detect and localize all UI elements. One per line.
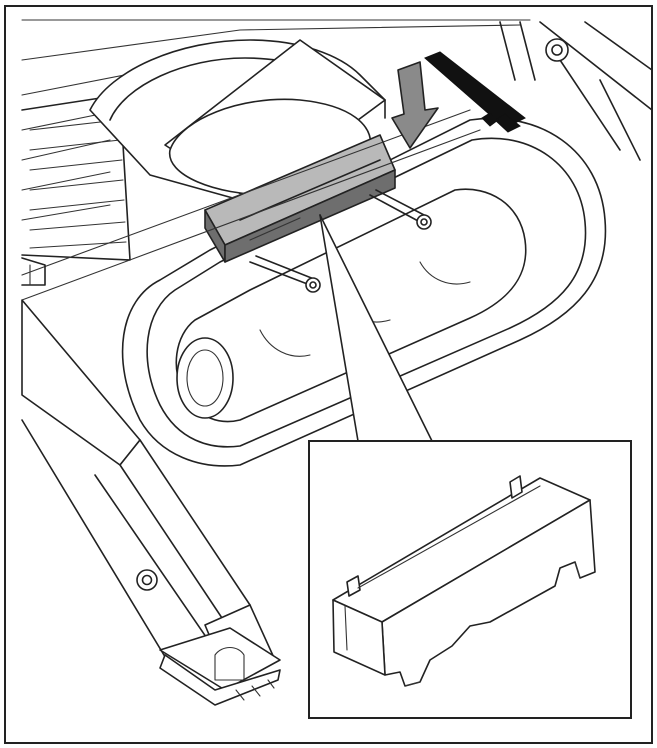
screw-icon <box>136 569 158 591</box>
figure-border <box>4 5 653 744</box>
bracket-cover-detail <box>332 475 596 687</box>
motion-stripes <box>424 51 526 133</box>
screw-icon <box>369 189 432 230</box>
callout-pointer <box>319 214 433 442</box>
downward-arrow-icon <box>391 61 439 149</box>
detail-inset <box>308 440 632 719</box>
side-grille <box>21 94 131 261</box>
screw-icon <box>249 255 321 293</box>
support-arm <box>21 299 281 706</box>
motor-housing <box>89 39 386 216</box>
alignment-lines <box>21 109 481 301</box>
track-belt <box>121 117 607 467</box>
edge-clip <box>21 257 46 286</box>
bracket-part <box>204 134 396 263</box>
screw-icon <box>545 38 569 62</box>
